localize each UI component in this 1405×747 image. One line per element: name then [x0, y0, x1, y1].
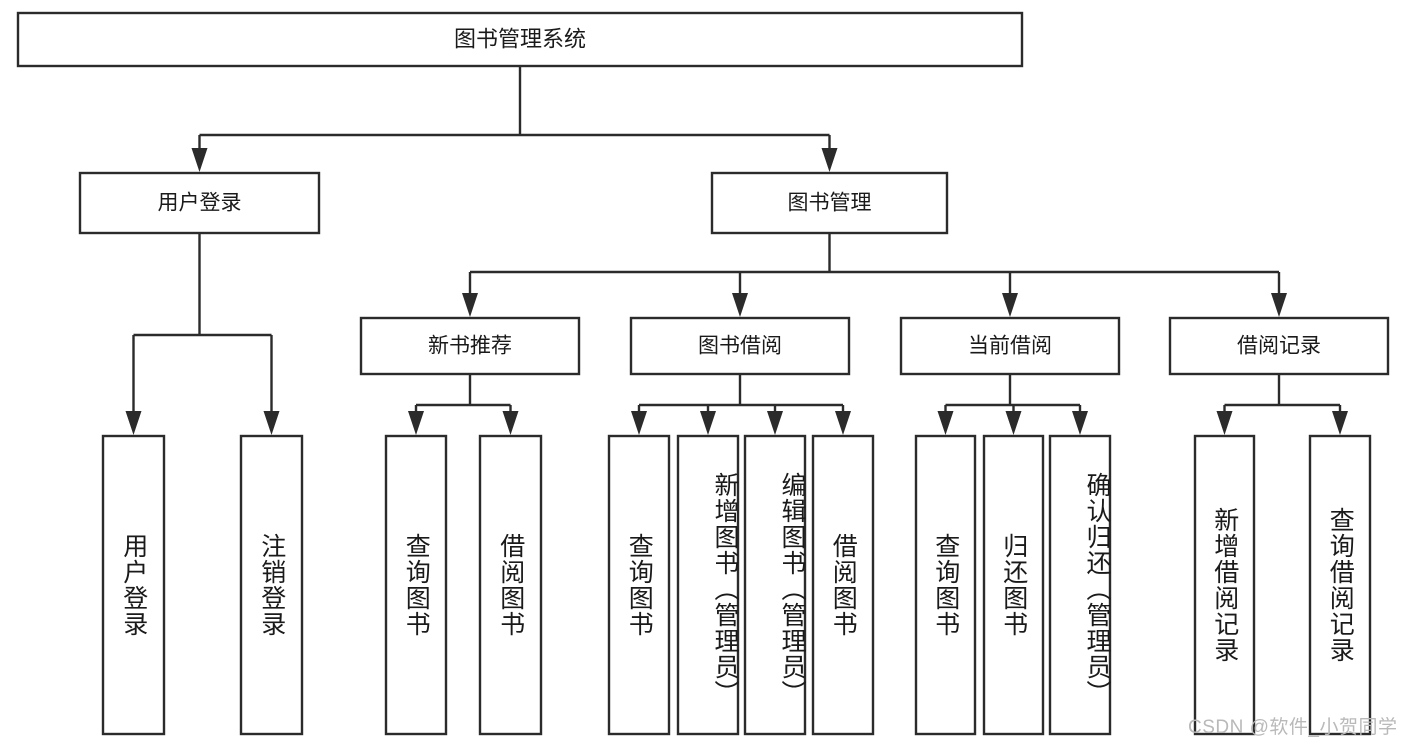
connector-row-book-manage	[462, 233, 1287, 317]
arrow-head-icon	[835, 411, 851, 435]
node-box[interactable]	[811, 434, 875, 736]
node-box[interactable]	[607, 434, 671, 736]
node-box[interactable]	[1308, 434, 1372, 736]
arrow-head-icon	[1005, 411, 1022, 435]
arrow-head-icon	[191, 148, 208, 172]
node-box[interactable]	[982, 434, 1045, 736]
node-book-borrow[interactable]: 图书借阅	[629, 316, 851, 376]
node-leaf-query-book-1[interactable]	[384, 434, 448, 736]
arrow-head-icon	[631, 411, 647, 435]
node-leaf-borrow-book-2[interactable]	[811, 434, 875, 736]
node-box[interactable]	[101, 434, 166, 736]
node-leaf-query-record[interactable]	[1308, 434, 1372, 736]
node-leaf-return-book[interactable]	[982, 434, 1045, 736]
node-box[interactable]	[478, 434, 543, 736]
connector-row-root	[191, 66, 838, 172]
node-label: 图书管理系统	[454, 26, 586, 51]
node-box[interactable]	[1048, 434, 1112, 736]
connector-group	[125, 66, 1348, 435]
arrow-head-icon	[732, 293, 748, 317]
node-leaf-edit-book[interactable]	[743, 434, 807, 736]
arrow-head-icon	[1332, 411, 1348, 435]
arrow-head-icon	[1002, 293, 1018, 317]
csdn-watermark: CSDN @软件_小贺同学	[1188, 717, 1398, 738]
node-borrow-record[interactable]: 借阅记录	[1168, 316, 1390, 376]
arrow-head-icon	[937, 411, 954, 435]
node-label: 图书借阅	[698, 335, 782, 358]
arrow-head-icon	[1072, 411, 1088, 435]
arrow-head-icon	[767, 411, 783, 435]
node-leaf-logout[interactable]	[239, 434, 304, 736]
node-leaf-user-login[interactable]	[101, 434, 166, 736]
connector-row-new-book-rec	[408, 374, 519, 435]
connector-row-borrow-record	[1216, 374, 1348, 435]
node-box[interactable]	[78, 171, 321, 235]
node-leaf-add-book[interactable]	[676, 434, 740, 736]
arrow-head-icon	[408, 411, 424, 435]
node-box[interactable]	[1168, 316, 1390, 376]
connector-row-user-login	[125, 233, 280, 435]
arrow-head-icon	[263, 411, 280, 435]
arrow-head-icon	[1216, 411, 1233, 435]
node-user-login[interactable]: 用户登录	[78, 171, 321, 235]
node-box[interactable]	[676, 434, 740, 736]
arrow-head-icon	[1271, 293, 1287, 317]
node-box[interactable]	[1193, 434, 1256, 736]
node-box[interactable]	[629, 316, 851, 376]
arrow-head-icon	[462, 293, 478, 317]
node-leaf-query-book-2[interactable]	[607, 434, 671, 736]
node-label: 借阅记录	[1237, 335, 1321, 358]
connector-row-current-borrow	[937, 374, 1088, 435]
node-current-borrow[interactable]: 当前借阅	[899, 316, 1121, 376]
node-box[interactable]	[384, 434, 448, 736]
node-box[interactable]	[239, 434, 304, 736]
node-label: 新书推荐	[428, 335, 512, 358]
node-box[interactable]	[710, 171, 949, 235]
node-label: 图书管理	[788, 192, 872, 215]
node-label: 当前借阅	[968, 335, 1052, 358]
arrow-head-icon	[700, 411, 716, 435]
node-leaf-add-record[interactable]	[1193, 434, 1256, 736]
node-box[interactable]	[914, 434, 977, 736]
node-new-book-rec[interactable]: 新书推荐	[359, 316, 581, 376]
node-box[interactable]	[359, 316, 581, 376]
node-root[interactable]: 图书管理系统	[16, 11, 1024, 68]
arrow-head-icon	[502, 411, 519, 435]
connector-row-book-borrow	[631, 374, 851, 435]
arrow-head-icon	[125, 411, 142, 435]
node-box[interactable]	[16, 11, 1024, 68]
node-leaf-query-book-3[interactable]	[914, 434, 977, 736]
node-label: 用户登录	[158, 192, 242, 215]
node-box[interactable]	[743, 434, 807, 736]
node-book-manage[interactable]: 图书管理	[710, 171, 949, 235]
arrow-head-icon	[821, 148, 838, 172]
node-leaf-confirm-return[interactable]	[1048, 434, 1112, 736]
node-leaf-borrow-book-1[interactable]	[478, 434, 543, 736]
node-box[interactable]	[899, 316, 1121, 376]
